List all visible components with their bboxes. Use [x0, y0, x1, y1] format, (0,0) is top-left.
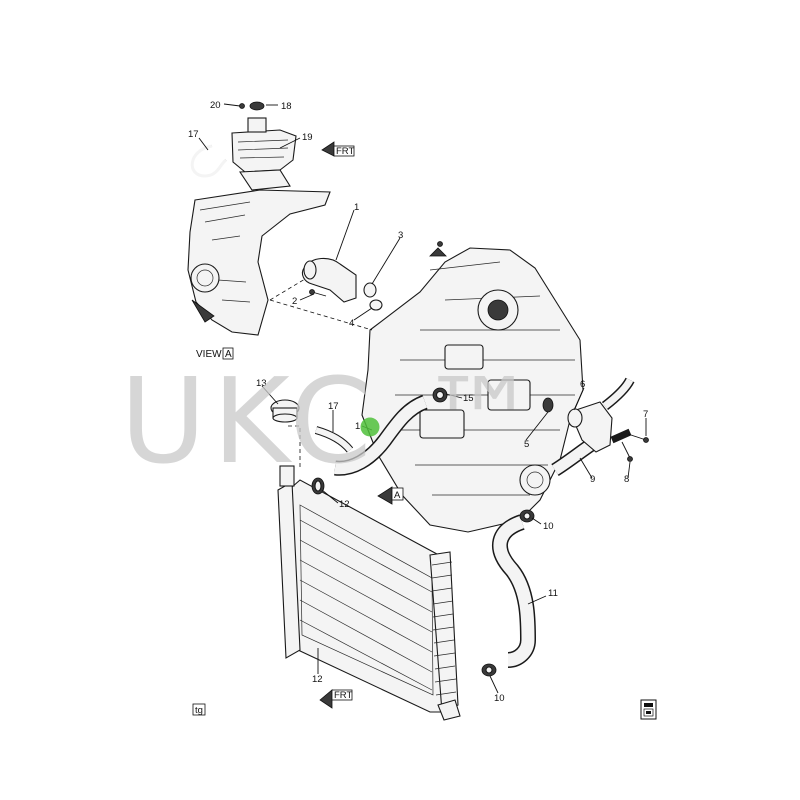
- front-label-bottom: FRT: [334, 690, 352, 701]
- callout-10-lower: 10: [494, 693, 505, 704]
- callout-1: 1: [354, 202, 359, 213]
- callout-11: 11: [548, 588, 558, 599]
- water-outlet-assembly: [542, 377, 649, 476]
- callout-16: 15: [463, 393, 474, 404]
- callout-1-mid: 1: [355, 421, 360, 432]
- callout-5: 5: [524, 439, 529, 450]
- callout-10-upper: 10: [543, 521, 554, 532]
- callout-9: 9: [590, 474, 595, 485]
- document-icon: [640, 699, 657, 720]
- front-arrow-bottom: FRT: [319, 689, 352, 709]
- engine-block: [361, 241, 584, 533]
- thermostat-housing-parts: [301, 257, 383, 311]
- view-label: VIEW: [196, 349, 222, 360]
- view-arrow-letter: A: [394, 490, 401, 501]
- callout-19: 19: [302, 132, 313, 143]
- callout-17-mid: 17: [328, 401, 339, 412]
- callout-2: 2: [292, 296, 297, 307]
- view-letter: A: [225, 349, 232, 360]
- front-label-top: FRT: [336, 146, 354, 157]
- callout-3: 3: [398, 230, 403, 241]
- callout-13: 12: [339, 499, 350, 510]
- view-a-arrow: A: [377, 486, 404, 505]
- lead-line-view-a: [269, 299, 373, 331]
- callout-7: 7: [643, 409, 648, 420]
- callout-4: 4: [349, 318, 354, 329]
- radiator: [277, 465, 461, 721]
- callout-18: 18: [281, 101, 292, 112]
- upper-radiator-hose: [314, 394, 428, 476]
- highlight-marker: [360, 417, 380, 437]
- callout-17-top: 17: [188, 129, 199, 140]
- callout-12: 12: [312, 674, 323, 685]
- watermark: UKC ™: [120, 352, 545, 490]
- callout-8: 8: [624, 474, 629, 485]
- lead-line-cap: [288, 425, 301, 470]
- lower-radiator-hose: [492, 514, 537, 668]
- callout-6: 6: [580, 379, 585, 390]
- corner-tag-box: [192, 703, 206, 716]
- callout-labels: 20 18 17 19 1 3 2 4 13 17 1 15 6 7 5 9 8…: [188, 100, 648, 704]
- leader-lines: [198, 103, 647, 694]
- front-arrow-top: FRT: [321, 141, 354, 157]
- callout-20: 20: [210, 100, 221, 111]
- coolant-reservoir-assembly: [187, 101, 331, 336]
- view-letter-box: [222, 347, 234, 360]
- corner-tag: tg: [195, 705, 203, 716]
- callout-15: 13: [256, 378, 267, 389]
